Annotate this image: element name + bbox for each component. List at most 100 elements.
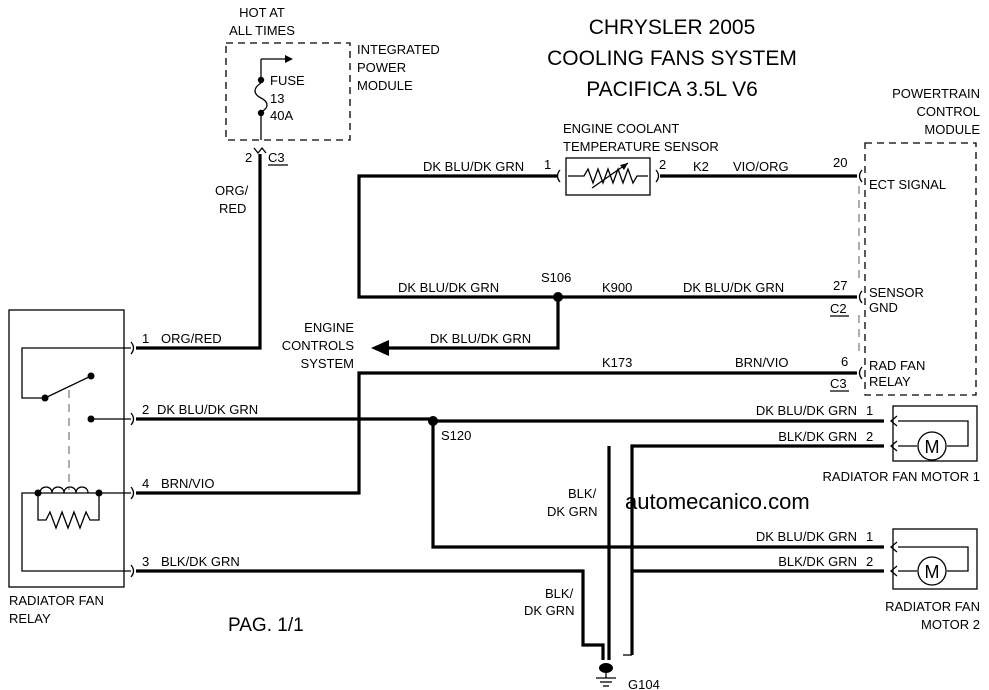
hot-at-label: HOT AT — [239, 5, 285, 20]
ect-pin1: 1 — [544, 157, 551, 172]
radiator-fan-motor-1: M RADIATOR FAN MOTOR 1 1 2 DK BLU/DK GRN… — [756, 403, 980, 484]
diagram-title: CHRYSLER 2005 COOLING FANS SYSTEM PACIFI… — [547, 16, 797, 101]
integrated-power-module: HOT AT ALL TIMES INTEGRATED POWER MODULE… — [225, 5, 440, 166]
motor2-wire1: DK BLU/DK GRN — [756, 529, 857, 544]
relay-pin2: 2 — [142, 402, 149, 417]
relay-box — [8, 309, 125, 588]
ect-wire-right-label: VIO/ORG — [733, 159, 789, 174]
ect-pin2: 2 — [659, 157, 666, 172]
power-bus-arrow-icon — [285, 55, 293, 63]
motor2-box — [892, 528, 978, 590]
pcm-name-2: CONTROL — [916, 104, 980, 119]
motor1-pin2-connector-icon — [889, 440, 898, 452]
pcm-gnd-connector: C2 — [830, 301, 847, 316]
ipm-name-1: INTEGRATED — [357, 42, 440, 57]
motor2-wire2: BLK/DK GRN — [778, 554, 857, 569]
motor1-symbol: M — [925, 437, 940, 457]
wire-to-ecs — [387, 297, 560, 350]
pcm-ect-label: ECT SIGNAL — [869, 177, 946, 192]
s106-circuit: K900 — [602, 280, 632, 295]
powertrain-control-module: POWERTRAIN CONTROL MODULE 20 ECT SIGNAL … — [830, 86, 980, 396]
ground-wire-b-2: DK GRN — [524, 603, 575, 618]
pcm-gnd-label-1: SENSOR — [869, 285, 924, 300]
motor2-icon — [917, 556, 947, 586]
wire-s120-motor2 — [431, 421, 884, 549]
relay-wire3: BLK/DK GRN — [161, 554, 240, 569]
ground-wire-a-1: BLK/ — [568, 486, 597, 501]
motor2-pin1: 1 — [866, 529, 873, 544]
pcm-ect-pin: 20 — [833, 155, 847, 170]
ect-pin2-connector-icon — [655, 169, 660, 183]
fuse-label: FUSE — [270, 73, 305, 88]
ground-icon — [596, 663, 616, 687]
k173-circuit: K173 — [602, 355, 632, 370]
wire-org-red — [136, 154, 262, 350]
ecs-name-2: CONTROLS — [282, 338, 355, 353]
pcm-name-1: POWERTRAIN — [892, 86, 980, 101]
relay-pin4: 4 — [142, 476, 149, 491]
wire-relay-out-motor1 — [136, 417, 884, 423]
radiator-fan-motor-2: M RADIATOR FAN MOTOR 2 1 2 DK BLU/DK GRN… — [756, 528, 980, 632]
ipm-connector-icon — [253, 146, 267, 155]
relay-wire4: BRN/VIO — [161, 476, 214, 491]
ipm-box — [225, 42, 351, 141]
relay-pin3-connector-icon — [130, 564, 135, 578]
pcm-rad-label-2: RELAY — [869, 374, 911, 389]
title-line-1: CHRYSLER 2005 — [589, 16, 756, 39]
s106-wire-left-label: DK BLU/DK GRN — [398, 280, 499, 295]
wire-k173 — [136, 371, 857, 495]
wire-org-red-label-2: RED — [219, 201, 246, 216]
ecs-wire-label: DK BLU/DK GRN — [430, 331, 531, 346]
motor2-pin1-connector-icon — [889, 541, 898, 553]
ground-wire-a-2: DK GRN — [547, 504, 598, 519]
splice-s120-name: S120 — [441, 428, 471, 443]
fuse-number: 13 — [270, 91, 284, 106]
motor1-pin1-connector-icon — [889, 415, 898, 427]
k173-wire-label: BRN/VIO — [735, 355, 788, 370]
relay-pin1-connector-icon — [130, 341, 135, 355]
ipm-pin: 2 — [245, 150, 252, 165]
ground-wire-b-1: BLK/ — [545, 586, 574, 601]
fuse-rating: 40A — [270, 108, 293, 123]
motor2-pin2-connector-icon — [889, 565, 898, 577]
splice-s106-name: S106 — [541, 270, 571, 285]
relay-pin2-connector-icon — [130, 412, 135, 426]
motor1-name: RADIATOR FAN MOTOR 1 — [823, 469, 980, 484]
relay-resistor-icon — [37, 493, 100, 530]
motor2-symbol: M — [925, 562, 940, 582]
ect-name-1: ENGINE COOLANT — [563, 121, 679, 136]
watermark: automecanico.com — [625, 489, 810, 514]
ect-sensor-box — [565, 157, 651, 196]
pcm-pin20-connector-icon — [858, 169, 863, 183]
relay-pin4-connector-icon — [130, 486, 135, 500]
all-times-label: ALL TIMES — [229, 23, 295, 38]
pcm-box — [864, 142, 977, 396]
pcm-name-3: MODULE — [924, 122, 980, 137]
ect-circuit-k2: K2 — [693, 159, 709, 174]
relay-coil-icon — [39, 486, 89, 494]
radiator-fan-relay: RADIATOR FAN RELAY 1 ORG/RED 2 DK BLU/DK… — [8, 309, 258, 626]
motor2-name-2: MOTOR 2 — [921, 617, 980, 632]
fuse-icon — [254, 59, 268, 140]
title-line-2: COOLING FANS SYSTEM — [547, 47, 797, 70]
ect-pin1-connector-icon — [556, 169, 561, 183]
relay-name-2: RELAY — [9, 611, 51, 626]
ground-name: G104 — [628, 677, 660, 690]
ecs-name-3: SYSTEM — [301, 356, 354, 371]
ipm-name-2: POWER — [357, 60, 406, 75]
motor2-name-1: RADIATOR FAN — [885, 599, 980, 614]
relay-name-1: RADIATOR FAN — [9, 593, 104, 608]
pcm-rad-pin: 6 — [841, 354, 848, 369]
thermistor-icon — [568, 167, 648, 185]
pcm-rad-connector: C3 — [830, 376, 847, 391]
relay-pin3: 3 — [142, 554, 149, 569]
pcm-rad-label-1: RAD FAN — [869, 358, 925, 373]
pcm-pin6-connector-icon — [858, 366, 863, 380]
wire-ect-sensor-ground — [357, 174, 557, 299]
wire-org-red-label-1: ORG/ — [215, 183, 249, 198]
motor1-icon — [917, 431, 947, 461]
ipm-connector: C3 — [268, 150, 285, 165]
relay-switch-arm-icon — [44, 375, 92, 399]
motor2-pin2: 2 — [866, 554, 873, 569]
